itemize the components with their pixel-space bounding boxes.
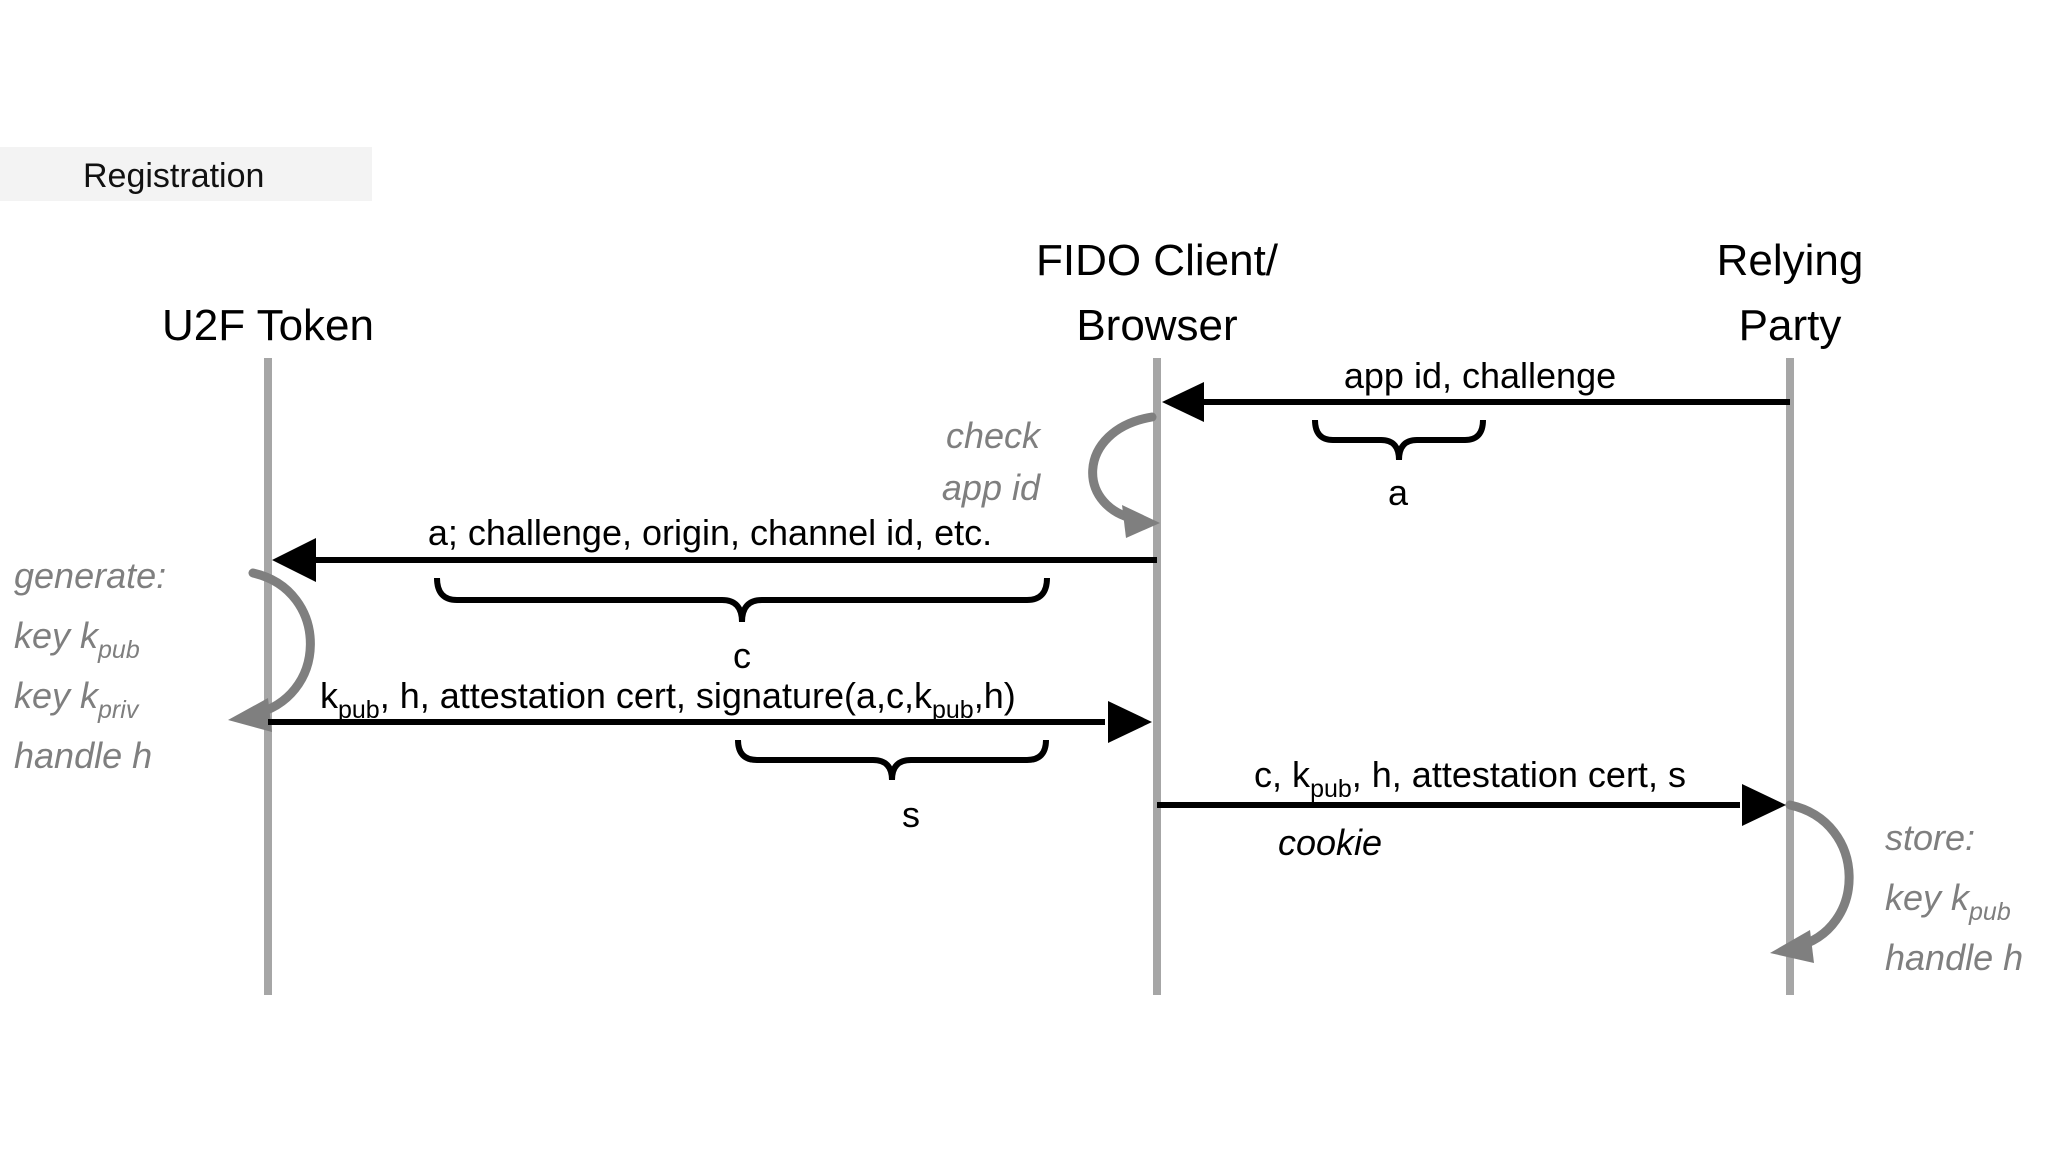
rp-msg-part-a: c, k: [1254, 754, 1311, 795]
message-label-registration-response: kpub, h, attestation cert, signature(a,c…: [320, 675, 1016, 724]
self-loop-path-store: [1785, 800, 1854, 952]
registration-badge-label: Registration: [83, 157, 264, 195]
message-sublabel-cookie: cookie: [1278, 822, 1382, 863]
brace-label-c: c: [733, 635, 751, 676]
self-action-label-generate-line4: handle h: [14, 735, 152, 776]
self-loop-arrowhead-check-app-id: [1122, 505, 1160, 538]
generate-privkey-text: key k: [14, 675, 100, 716]
brace-label-a: a: [1388, 472, 1409, 513]
resp-signature-text: signature(a,c,k: [696, 675, 933, 716]
brace-c: [434, 577, 1050, 623]
resp-mid-text: , h, attestation cert,: [380, 675, 696, 716]
self-action-label-generate-line2: key kpub: [14, 615, 140, 664]
self-action-label-check-line2: app id: [942, 467, 1041, 508]
self-loop-path-check-app-id: [1088, 412, 1157, 525]
store-key-subscript: pub: [1968, 898, 2011, 926]
brace-s: [735, 739, 1049, 781]
resp-kpub-text: k: [320, 675, 339, 716]
message-register-to-rp: c, kpub, h, attestation cert, s cookie: [1157, 754, 1786, 863]
message-app-id-challenge: app id, challenge a: [1162, 355, 1790, 513]
lifeline-label-rp-line2: Party: [1739, 301, 1842, 350]
rp-msg-part-b: , h, attestation cert, s: [1352, 754, 1686, 795]
self-loop-arrowhead-generate: [228, 698, 272, 732]
self-loop-arrowhead-store: [1770, 930, 1814, 963]
message-registration-response: kpub, h, attestation cert, signature(a,c…: [268, 675, 1152, 835]
lifeline-label-u2f: U2F Token: [162, 301, 374, 350]
self-action-label-store-line3: handle h: [1885, 937, 2023, 978]
store-key-text: key k: [1885, 877, 1971, 918]
brace-a: [1312, 419, 1486, 461]
generate-key-text: key k: [14, 615, 100, 656]
generate-key-subscript: pub: [97, 636, 140, 664]
self-action-check-app-id: check app id: [942, 412, 1160, 538]
lifeline-label-fido-line2: Browser: [1076, 301, 1237, 350]
self-action-label-check-line1: check: [946, 415, 1042, 456]
message-label-app-id-challenge: app id, challenge: [1344, 355, 1616, 396]
lifeline-header-u2f: U2F Token: [162, 301, 374, 350]
lifeline-header-fido: FIDO Client/ Browser: [1036, 236, 1279, 350]
self-action-label-store-line2: key kpub: [1885, 877, 2011, 926]
message-arrowhead-1: [1162, 382, 1204, 422]
registration-badge: Registration: [0, 147, 372, 201]
lifeline-label-rp-line1: Relying: [1717, 236, 1864, 285]
self-action-store: store: key kpub handle h: [1770, 800, 2023, 978]
message-arrowhead-3: [1108, 701, 1152, 743]
message-label-register-to-rp: c, kpub, h, attestation cert, s: [1254, 754, 1686, 803]
registration-badge-background: [0, 147, 372, 201]
self-action-label-generate-line1: generate:: [14, 555, 166, 596]
lifeline-header-rp: Relying Party: [1717, 236, 1864, 350]
self-action-label-generate-line3: key kpriv: [14, 675, 140, 724]
resp-signature-tail: ,h): [974, 675, 1016, 716]
rp-msg-subscript: pub: [1310, 775, 1352, 803]
message-arrowhead-2: [272, 538, 316, 582]
self-loop-path-generate: [245, 568, 315, 720]
lifeline-label-fido-line1: FIDO Client/: [1036, 236, 1279, 285]
message-client-data: a; challenge, origin, channel id, etc. c: [272, 512, 1157, 676]
self-action-generate: generate: key kpub key kpriv handle h: [14, 555, 315, 776]
message-label-client-data: a; challenge, origin, channel id, etc.: [428, 512, 992, 553]
message-arrowhead-4: [1742, 784, 1786, 826]
generate-privkey-subscript: priv: [97, 696, 140, 724]
self-action-label-store-line1: store:: [1885, 817, 1975, 858]
brace-label-s: s: [902, 794, 920, 835]
